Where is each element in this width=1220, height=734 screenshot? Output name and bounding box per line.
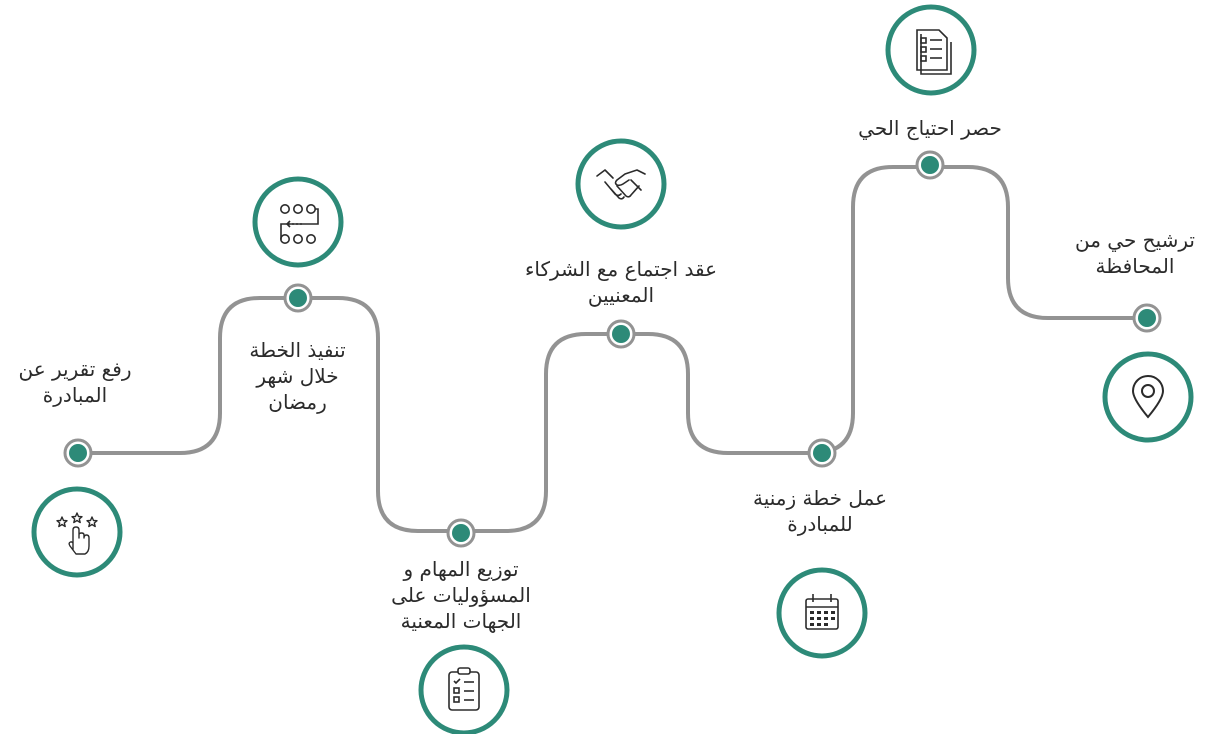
timeline-node [915, 150, 945, 180]
process-flow-icon [252, 176, 344, 268]
label-line: للمبادرة [787, 512, 853, 536]
label-line: رمضان [268, 390, 327, 414]
label-line: حصر احتياج الحي [858, 116, 1002, 140]
label-line: الجهات المعنية [400, 609, 522, 633]
location-pin-icon [1102, 351, 1194, 443]
rating-stars-hand-icon [31, 486, 123, 578]
label-line: خلال شهر [256, 364, 339, 388]
step-label-assign-tasks: توزيع المهام و المسؤوليات على الجهات الم… [355, 556, 567, 634]
label-line: المبادرة [42, 383, 108, 407]
calendar-icon [776, 567, 868, 659]
label-line: المسؤوليات على [391, 583, 531, 607]
step-label-nominate-district: ترشيح حي من المحافظة [1058, 227, 1212, 279]
timeline-node [606, 319, 636, 349]
label-line: عمل خطة زمنية [752, 486, 887, 510]
timeline-node [1132, 303, 1162, 333]
timeline-node [446, 518, 476, 548]
handshake-icon [575, 138, 667, 230]
step-label-timeline-plan: عمل خطة زمنية للمبادرة [715, 485, 925, 537]
timeline-node [283, 283, 313, 313]
step-label-submit-report: رفع تقرير عن المبادرة [0, 356, 150, 408]
checklist-document-icon [885, 4, 977, 96]
label-line: ترشيح حي من [1075, 228, 1195, 252]
label-line: المحافظة [1095, 254, 1175, 278]
label-line: تنفيذ الخطة [249, 338, 346, 362]
clipboard-list-icon [418, 644, 510, 734]
step-label-partners-meeting: عقد اجتماع مع الشركاء المعنيين [490, 256, 752, 308]
label-line: المعنيين [587, 283, 655, 307]
step-label-district-needs: حصر احتياج الحي [820, 115, 1040, 141]
label-line: رفع تقرير عن [18, 357, 132, 381]
timeline-node [63, 438, 93, 468]
step-label-execute-plan: تنفيذ الخطة خلال شهر رمضان [215, 337, 380, 415]
label-line: عقد اجتماع مع الشركاء [524, 257, 718, 281]
timeline-node [807, 438, 837, 468]
label-line: توزيع المهام و [403, 557, 519, 581]
